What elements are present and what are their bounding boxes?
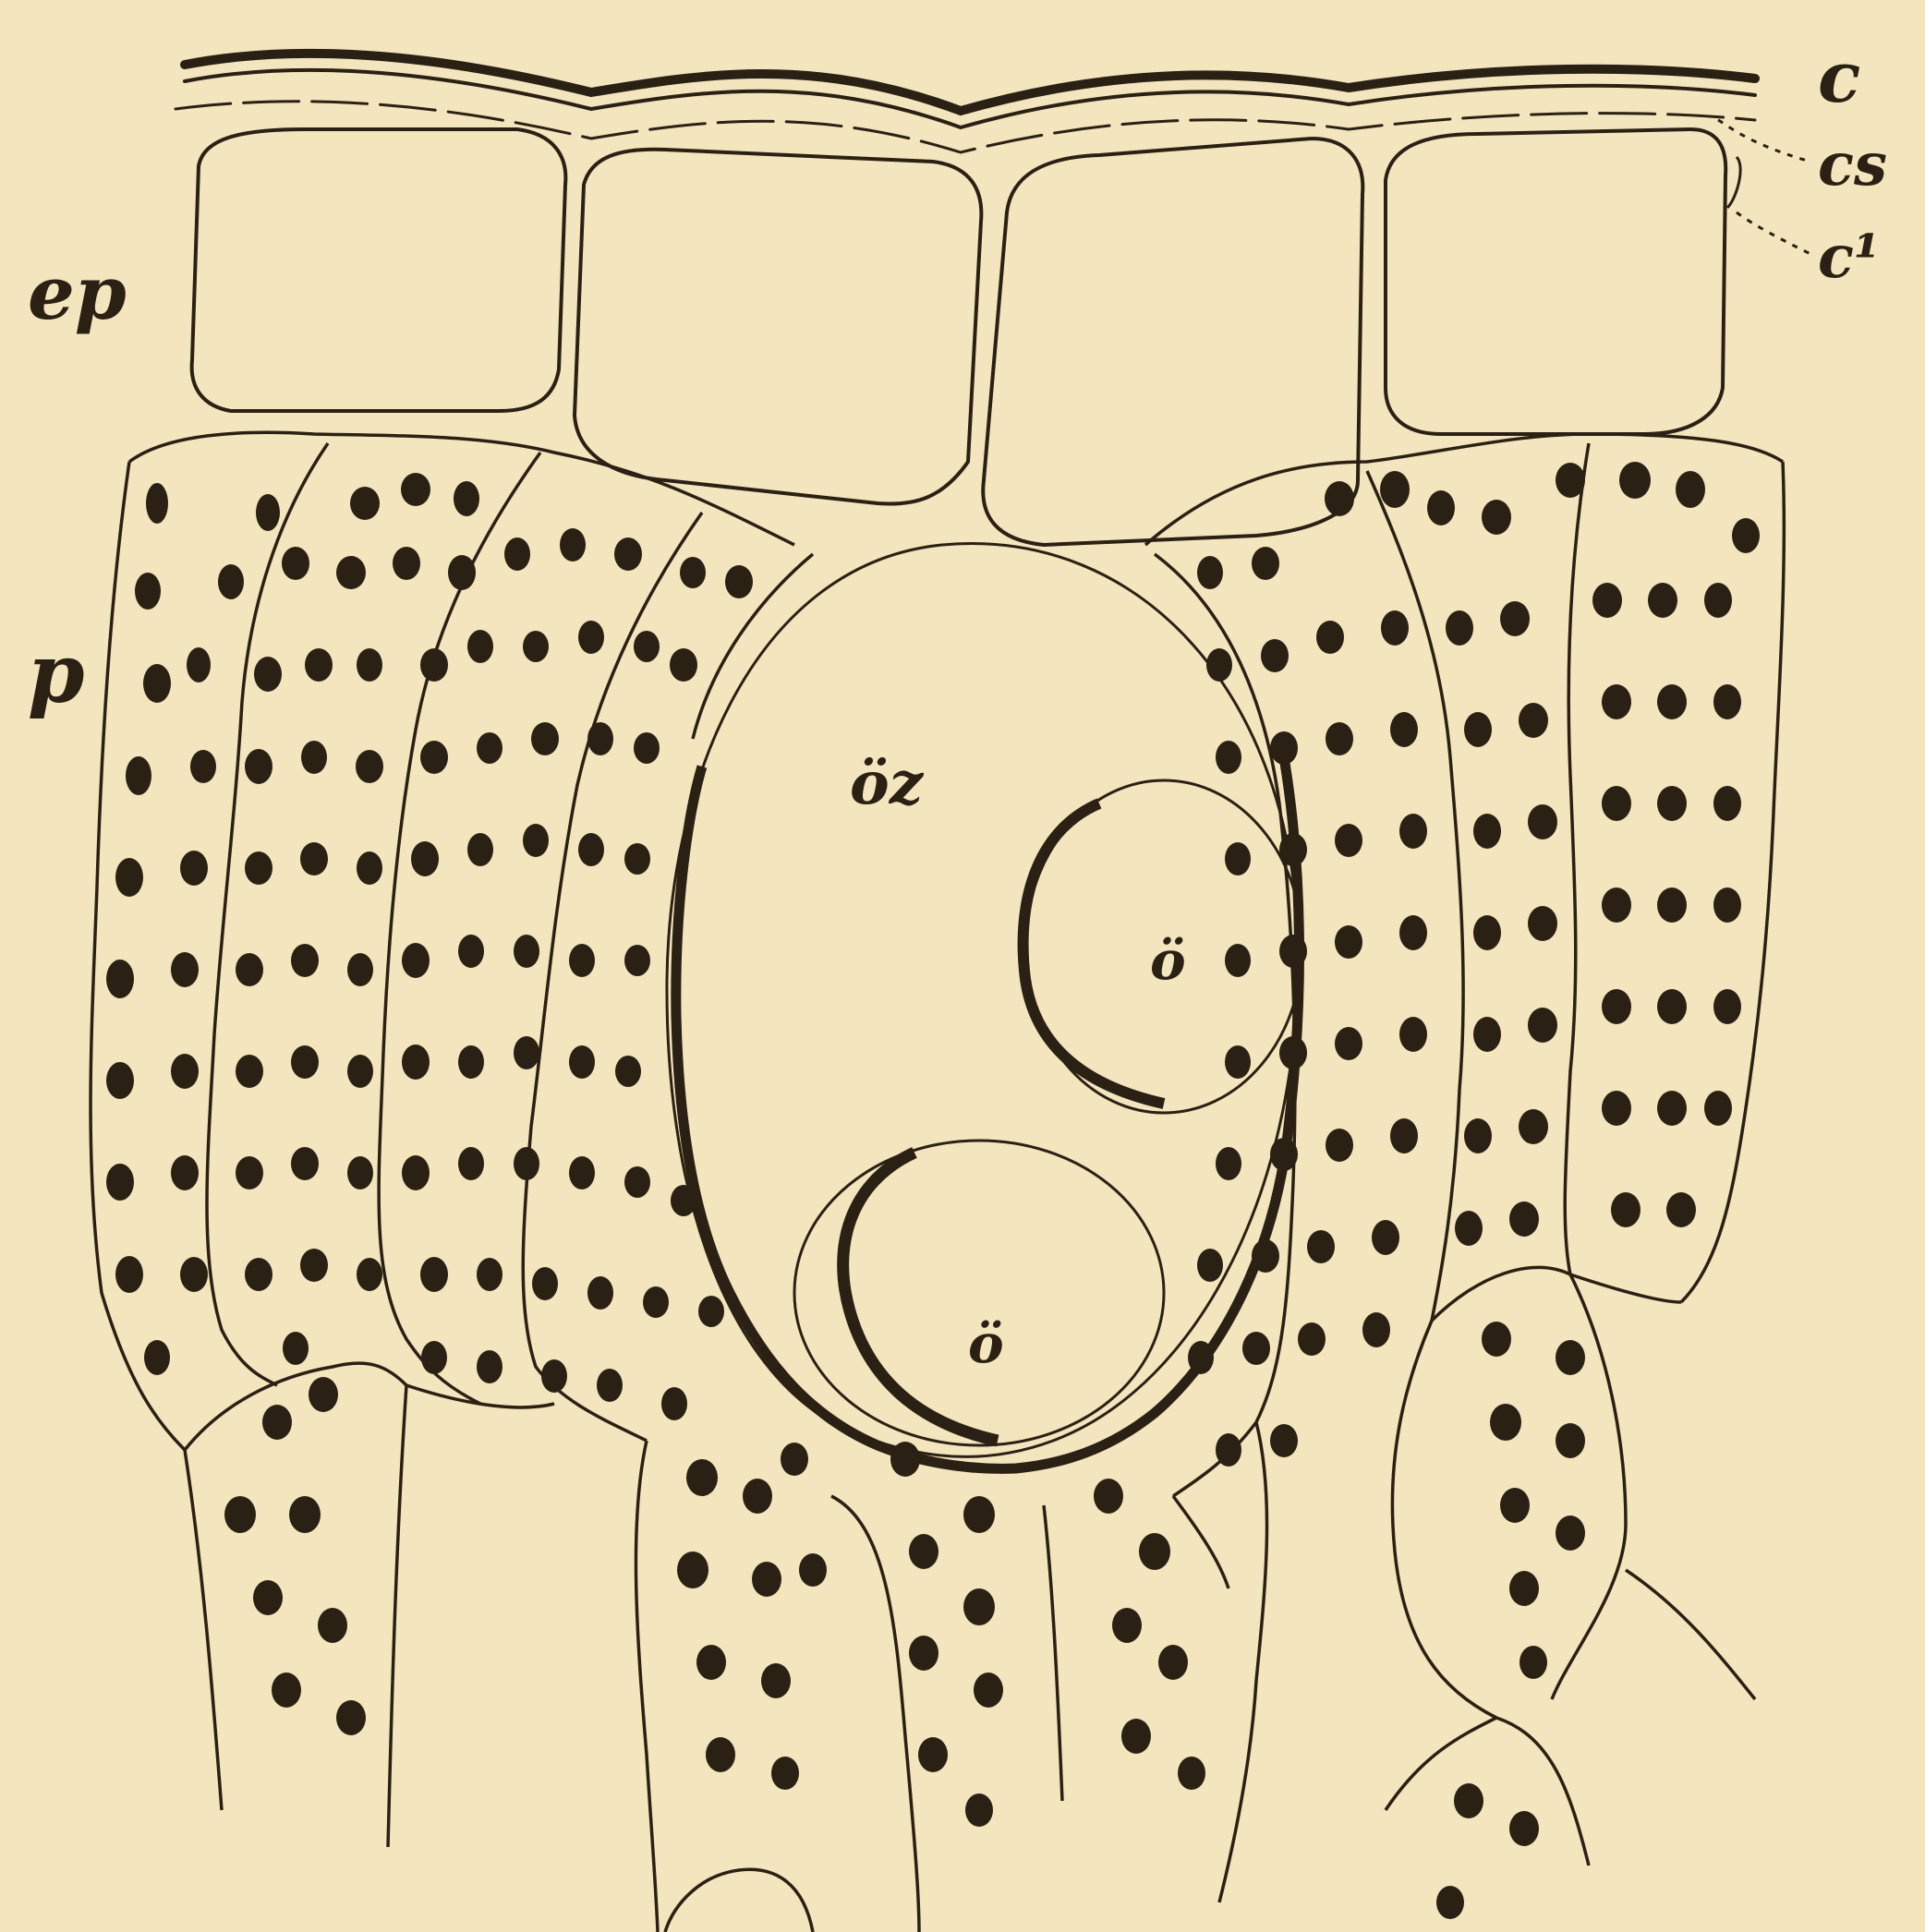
label-cuticular-layer: cs (1818, 130, 1887, 199)
label-oil-drop-upper: ö (1150, 929, 1186, 992)
label-cuticle-inner: c¹ (1818, 223, 1880, 292)
label-epidermis: ep (28, 249, 127, 336)
label-oil-cell: öz (850, 749, 925, 818)
label-cuticle: c (1818, 36, 1860, 118)
label-palisade: p (28, 625, 85, 721)
label-oil-drop-lower: ö (968, 1312, 1004, 1375)
